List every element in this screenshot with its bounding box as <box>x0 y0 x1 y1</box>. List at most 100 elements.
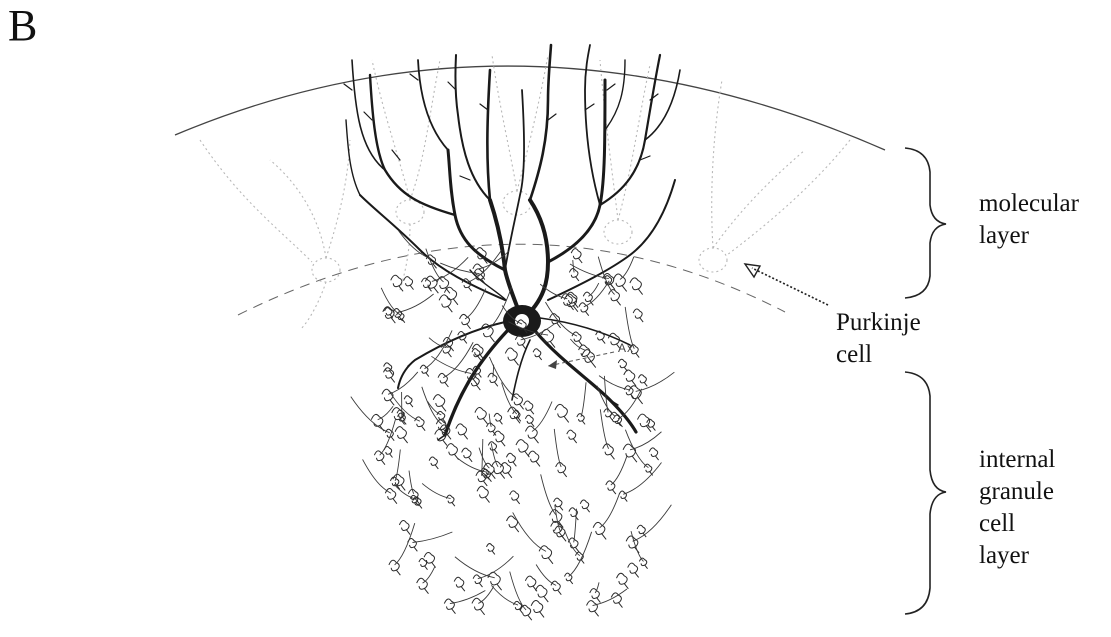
mossy-fiber-branch <box>351 397 390 433</box>
granule-cell-glyph <box>628 563 639 577</box>
granule-cell-glyph <box>569 508 578 520</box>
mossy-fiber-branch <box>574 509 577 543</box>
granule-cell-glyph <box>429 457 438 469</box>
granule-cell-glyph <box>587 601 599 617</box>
granule-cell-glyph <box>624 386 634 399</box>
granule-cell-glyph <box>477 486 490 502</box>
granule-cell-glyph <box>374 451 385 465</box>
granule-cell-glyph <box>609 290 621 306</box>
granule-cell-glyph <box>454 577 465 591</box>
granule-cell-glyph <box>494 413 502 424</box>
mossy-fiber-branch <box>431 356 471 373</box>
purkinje-dendrites <box>344 45 680 320</box>
granule-cell-glyph <box>515 335 526 349</box>
granule-cell-glyph <box>382 389 394 405</box>
granule-cell-glyph <box>613 274 626 291</box>
granule-cell-glyph <box>633 309 643 322</box>
granule-cell-glyph <box>488 572 502 590</box>
mossy-fiber-branch <box>491 585 518 605</box>
mossy-fiber-branch <box>532 401 552 431</box>
granule-cell-glyph <box>508 407 520 423</box>
mossy-fiber-branch <box>489 414 491 427</box>
neighbouring-purkinje-cells <box>200 55 850 330</box>
granule-cell-glyph <box>639 558 647 569</box>
granule-cell-glyph <box>505 348 518 365</box>
purkinje-label-line1: Purkinje <box>836 307 921 339</box>
granule-cell-glyph <box>415 417 426 431</box>
panel-letter: B <box>8 4 37 48</box>
granule-cell-glyph <box>507 516 519 532</box>
mossy-fiber-branch <box>412 532 452 542</box>
granule-cell-glyph <box>389 560 400 575</box>
granule-cell-glyph <box>531 601 544 618</box>
purkinje-label-line2: cell <box>836 339 921 371</box>
granule-cell-glyph <box>637 525 646 537</box>
mossy-fiber-branch <box>428 401 442 415</box>
granule-cell-glyph <box>606 481 616 494</box>
granule-cell-glyph <box>417 578 429 593</box>
mossy-fiber-branch <box>600 409 608 448</box>
granule-cell-glyph <box>623 444 637 462</box>
granule-cell-glyph <box>444 599 455 614</box>
mossy-fiber-branch <box>424 330 452 368</box>
granule-cell-glyph <box>618 359 627 371</box>
mossy-fiber-branch <box>623 463 661 495</box>
mossy-fiber-branch <box>541 474 557 515</box>
mossy-fiber-branch <box>395 449 400 480</box>
purkinje-cell-label: Purkinje cell <box>836 307 921 371</box>
mossy-fiber-branch <box>478 556 514 578</box>
granule-cell-glyph <box>385 429 394 441</box>
granule-cell-glyph <box>404 396 413 407</box>
granule-cell-glyph <box>567 430 577 443</box>
granule-cell-glyph <box>525 576 537 591</box>
granule-label-line3: cell <box>979 508 1055 540</box>
granule-cell-glyph <box>617 573 629 588</box>
mossy-fiber-branch <box>633 505 672 542</box>
granule-cell-glyph <box>384 363 393 375</box>
granule-cell-glyph <box>528 451 540 466</box>
granule-cell-glyph <box>395 427 408 443</box>
mossy-fiber-branch <box>450 590 485 603</box>
granule-label-line4: layer <box>979 540 1055 572</box>
granule-cell-glyph <box>525 415 534 426</box>
granule-cell-glyph <box>593 522 606 539</box>
granule-cell-glyph <box>391 275 403 291</box>
molecular-label-line2: layer <box>979 220 1079 252</box>
granule-cell-glyph <box>404 277 414 290</box>
mossy-fiber-branch <box>381 288 400 315</box>
mossy-fiber-branch <box>599 376 629 390</box>
mossy-fiber-branch <box>630 432 661 450</box>
purkinje-pointer-arrow <box>752 268 828 305</box>
mossy-fiber-branch <box>363 459 392 493</box>
mossy-fiber-branch <box>510 572 526 610</box>
granule-cell-glyph <box>516 440 529 458</box>
mossy-fiber-branch <box>569 532 592 577</box>
mossy-fiber-branch <box>611 455 627 485</box>
granule-cell-glyph <box>611 593 622 608</box>
mossy-fiber-branch <box>389 391 420 421</box>
granule-cell-glyph <box>472 349 481 361</box>
granule-cell-glyph <box>486 544 494 555</box>
granule-cell-glyph <box>462 448 472 462</box>
purkinje-pointer-arrowhead <box>745 264 760 277</box>
granule-label-line1: internal <box>979 444 1055 476</box>
mossy-fiber-branch <box>600 494 620 528</box>
mossy-fiber-branch <box>422 483 450 498</box>
mossy-fiber-branch <box>409 471 414 494</box>
granule-layer-brace <box>905 372 946 614</box>
granule-cell-glyph <box>603 444 615 459</box>
mossy-fiber-branch <box>513 512 546 551</box>
cortex-surface-line <box>175 66 885 150</box>
axon-arrowhead <box>548 360 557 369</box>
mossy-fiber-branch <box>479 448 489 468</box>
mossy-fiber-branch <box>395 523 415 565</box>
granule-cell-glyph <box>555 404 569 422</box>
granule-cell-glyph <box>446 444 458 460</box>
granule-cell-glyph <box>524 401 534 414</box>
mossy-fiber-branch <box>432 257 468 281</box>
granule-cell-glyph <box>525 426 538 443</box>
granule-cell-glyph <box>475 407 488 424</box>
granule-cell-glyph <box>384 368 395 383</box>
